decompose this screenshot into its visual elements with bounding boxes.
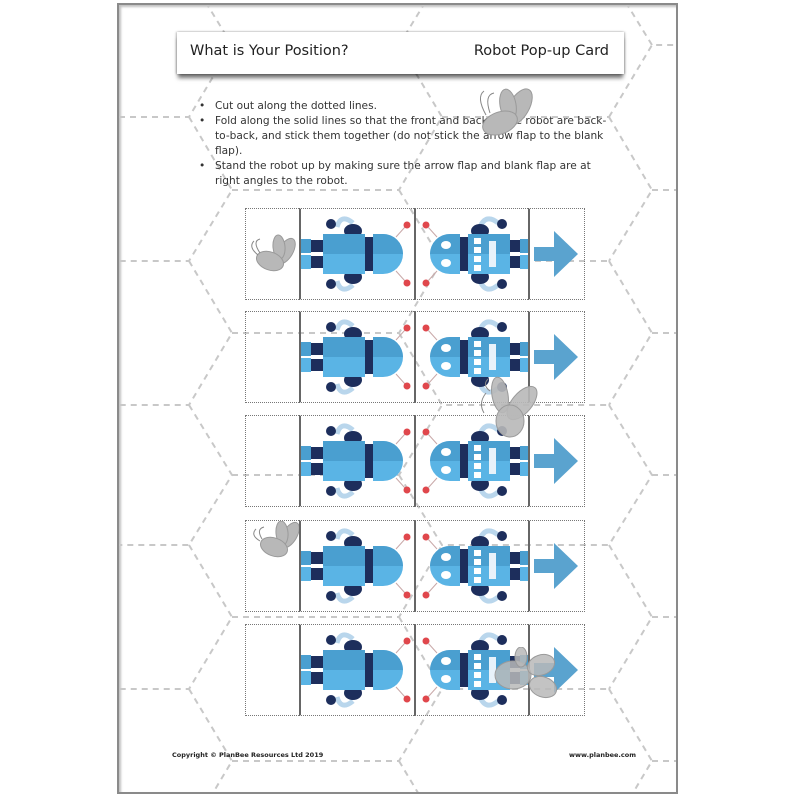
title-banner: What is Your Position? Robot Pop-up Card bbox=[177, 32, 624, 74]
robot-back-panel bbox=[414, 311, 528, 403]
robot-back-icon bbox=[422, 216, 528, 292]
robot-front-panel bbox=[299, 624, 414, 716]
robot-back-icon bbox=[422, 423, 528, 499]
bee-icon bbox=[494, 647, 558, 699]
website-link[interactable]: www.planbee.com bbox=[569, 751, 636, 759]
robot-front-panel bbox=[299, 415, 414, 507]
right-flap bbox=[528, 208, 585, 300]
bee-icon bbox=[251, 234, 296, 272]
robot-front-panel bbox=[299, 520, 414, 612]
left-flap bbox=[245, 624, 299, 716]
arrow-right-icon bbox=[534, 334, 578, 380]
robot-front-icon bbox=[301, 423, 411, 499]
robot-back-panel bbox=[414, 415, 528, 507]
instruction-list: Cut out along the dotted lines. Fold alo… bbox=[197, 99, 617, 189]
robot-front-icon bbox=[301, 528, 411, 604]
robot-front-panel bbox=[299, 311, 414, 403]
arrow-right-icon bbox=[534, 231, 578, 277]
instruction-item: Fold along the solid lines so that the f… bbox=[197, 114, 617, 159]
bee-icon bbox=[253, 521, 300, 558]
robot-back-icon bbox=[422, 632, 528, 708]
bee-icon bbox=[480, 88, 533, 136]
instruction-item: Cut out along the dotted lines. bbox=[197, 99, 617, 114]
right-flap bbox=[528, 520, 585, 612]
robot-back-icon bbox=[422, 319, 528, 395]
robot-front-icon bbox=[301, 216, 411, 292]
arrow-right-icon bbox=[534, 543, 578, 589]
left-flap bbox=[245, 208, 299, 300]
robot-card-row-4 bbox=[245, 520, 585, 612]
robot-back-icon bbox=[422, 528, 528, 604]
robot-back-panel bbox=[414, 624, 528, 716]
instruction-item: Stand the robot up by making sure the ar… bbox=[197, 159, 617, 189]
right-flap bbox=[528, 311, 585, 403]
robot-card-row-3 bbox=[245, 415, 585, 507]
copyright-text: Copyright © PlanBee Resources Ltd 2019 bbox=[172, 751, 324, 759]
right-flap bbox=[528, 415, 585, 507]
robot-card-row-2 bbox=[245, 311, 585, 403]
robot-back-panel bbox=[414, 208, 528, 300]
page-title: What is Your Position? bbox=[190, 43, 349, 59]
worksheet-page: What is Your Position? Robot Pop-up Card… bbox=[117, 3, 678, 794]
robot-front-icon bbox=[301, 319, 411, 395]
page-subtitle: Robot Pop-up Card bbox=[473, 43, 609, 59]
robot-back-panel bbox=[414, 520, 528, 612]
arrow-right-icon bbox=[534, 647, 578, 693]
left-flap bbox=[245, 415, 299, 507]
bee-icon bbox=[480, 376, 538, 438]
robot-card-row-1 bbox=[245, 208, 585, 300]
arrow-right-icon bbox=[534, 438, 578, 484]
robot-front-panel bbox=[299, 208, 414, 300]
robot-card-row-5 bbox=[245, 624, 585, 716]
robot-front-icon bbox=[301, 632, 411, 708]
left-flap bbox=[245, 311, 299, 403]
left-flap bbox=[245, 520, 300, 612]
